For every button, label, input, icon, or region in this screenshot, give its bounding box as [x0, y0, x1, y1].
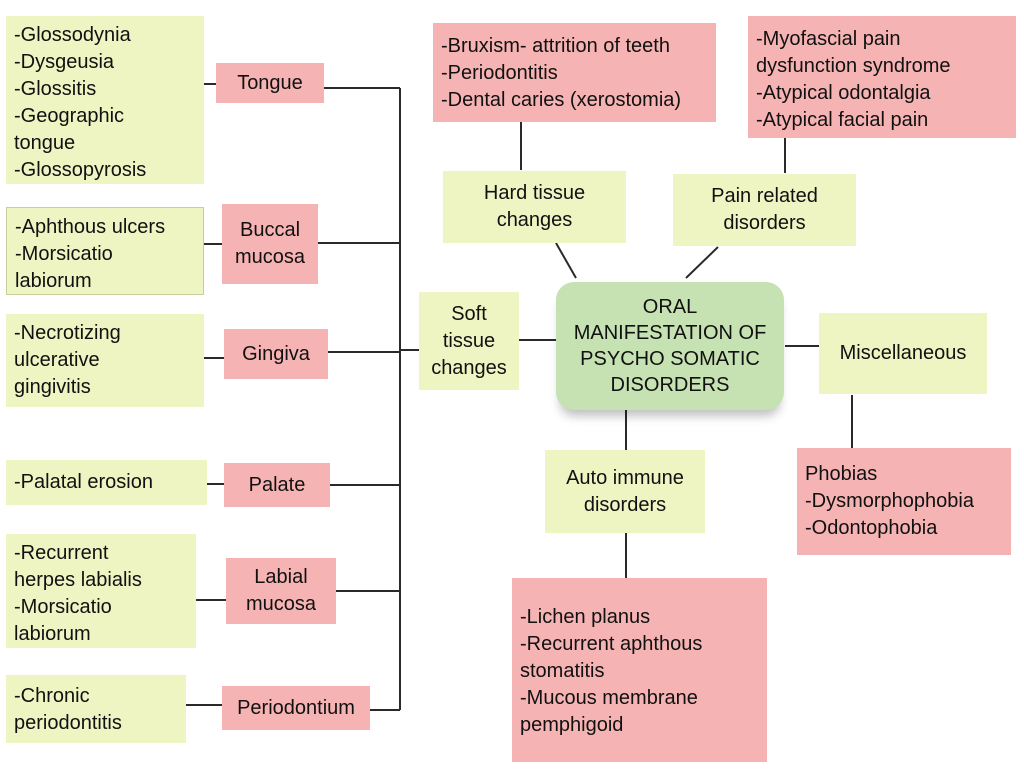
labial-mucosa-conditions: -Recurrent herpes labialis -Morsicatio l…	[6, 534, 196, 648]
category-auto-immune: Auto immune disorders	[545, 450, 705, 533]
pain-related-conditions: -Myofascial pain dysfunction syndrome -A…	[748, 16, 1016, 138]
category-pain-related: Pain related disorders	[673, 174, 856, 246]
miscellaneous-conditions: Phobias -Dysmorphophobia -Odontophobia	[797, 448, 1011, 555]
palate-conditions: -Palatal erosion	[6, 460, 207, 505]
periodontium-conditions: -Chronic periodontitis	[6, 675, 186, 743]
site-periodontium: Periodontium	[222, 686, 370, 730]
buccal-mucosa-conditions: -Aphthous ulcers -Morsicatio labiorum	[6, 207, 204, 295]
gingiva-conditions: -Necrotizing ulcerative gingivitis	[6, 314, 204, 407]
site-labial-mucosa: Labial mucosa	[226, 558, 336, 624]
site-tongue: Tongue	[216, 63, 324, 103]
site-palate: Palate	[224, 463, 330, 507]
tongue-conditions: -Glossodynia -Dysgeusia -Glossitis -Geog…	[6, 16, 204, 184]
site-gingiva: Gingiva	[224, 329, 328, 379]
category-miscellaneous: Miscellaneous	[819, 313, 987, 394]
central-topic: ORAL MANIFESTATION OF PSYCHO SOMATIC DIS…	[556, 282, 784, 410]
auto-immune-conditions: -Lichen planus -Recurrent aphthous stoma…	[512, 578, 767, 762]
category-soft-tissue: Soft tissue changes	[419, 292, 519, 390]
hard-tissue-conditions: -Bruxism- attrition of teeth -Periodonti…	[433, 23, 716, 122]
category-hard-tissue: Hard tissue changes	[443, 171, 626, 243]
site-buccal-mucosa: Buccal mucosa	[222, 204, 318, 284]
